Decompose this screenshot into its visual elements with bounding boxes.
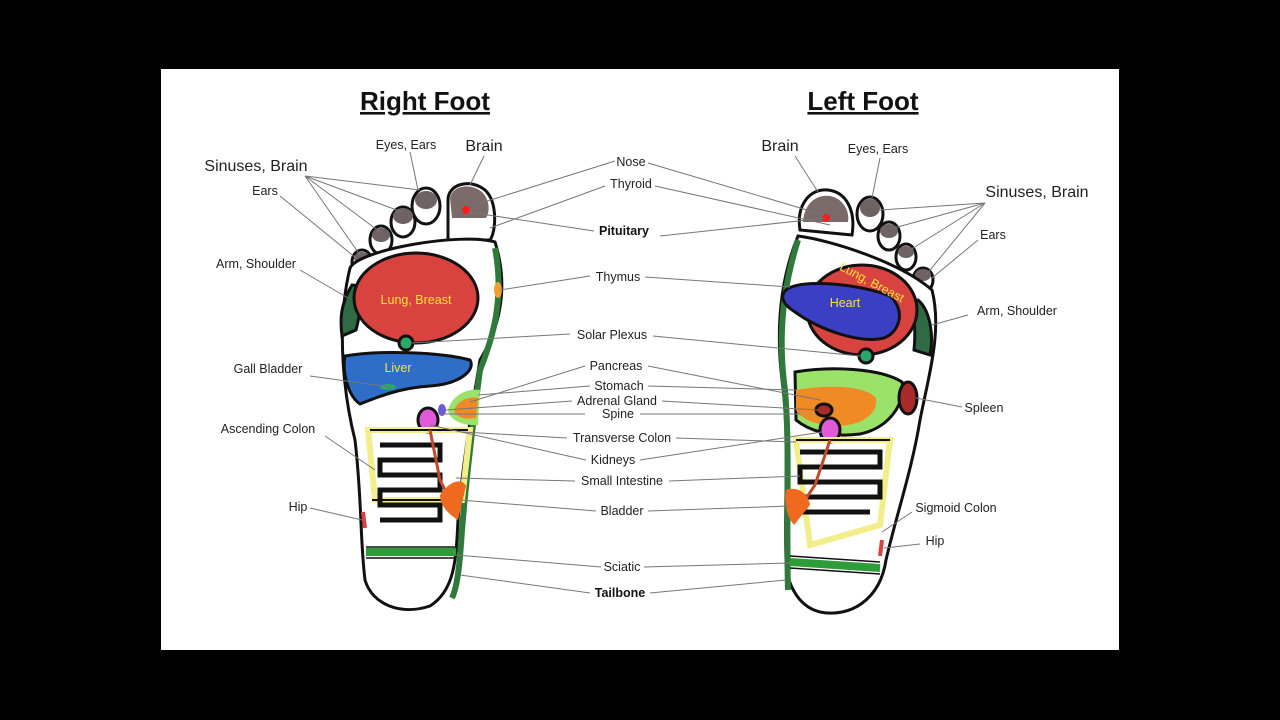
right-liver [342,351,473,406]
right-pituitary-dot [462,206,470,214]
label-gall-bladder: Gall Bladder [234,362,303,376]
right-bladder [440,481,466,520]
right-foot: Lung, Breast Liver [339,182,504,611]
left-bladder [785,488,810,525]
label-sinuses-brain-left: Sinuses, Brain [985,184,1088,201]
label-brain-right: Brain [465,138,502,155]
label-thymus: Thymus [596,270,640,284]
label-transverse-colon: Transverse Colon [573,431,671,445]
left-pancreas [796,386,877,426]
label-spleen: Spleen [965,401,1004,415]
heart-label: Heart [830,296,861,310]
label-hip-right: Hip [289,500,308,514]
label-pituitary: Pituitary [599,224,649,238]
left-foot-title: Left Foot [807,86,919,116]
labels: Sinuses, Brain Ears Eyes, Ears Brain Arm… [204,138,1088,600]
label-brain-left: Brain [761,138,798,155]
liver-label: Liver [384,361,411,375]
label-ears-right: Ears [252,184,278,198]
label-small-intestine: Small Intestine [581,474,663,488]
right-solar-plexus [397,334,415,352]
label-thyroid: Thyroid [610,177,652,191]
label-pancreas: Pancreas [590,359,643,373]
label-hip-left: Hip [926,534,945,548]
label-sinuses-brain-right: Sinuses, Brain [204,158,307,175]
left-heart [781,281,901,341]
label-eyes-ears-right: Eyes, Ears [376,138,436,152]
diagram-panel [161,69,1119,650]
right-foot-title: Right Foot [360,86,490,116]
label-tailbone: Tailbone [595,586,646,600]
label-ascending-colon: Ascending Colon [221,422,316,436]
label-ears-left: Ears [980,228,1006,242]
label-bladder: Bladder [600,504,643,518]
spleen-organ [897,380,919,416]
leader-lines [279,151,986,594]
label-adrenal-gland: Adrenal Gland [577,394,657,408]
label-sciatic: Sciatic [604,560,641,574]
label-kidneys: Kidneys [591,453,635,467]
left-sciatic [789,558,881,572]
left-solar-plexus [857,347,875,365]
label-arm-shoulder-right: Arm, Shoulder [216,257,296,271]
label-stomach: Stomach [594,379,643,393]
label-nose: Nose [616,155,645,169]
label-eyes-ears-left: Eyes, Ears [848,142,908,156]
right-lung-breast-label: Lung, Breast [381,293,452,307]
label-arm-shoulder-left: Arm, Shoulder [977,304,1057,318]
label-spine: Spine [602,407,634,421]
label-solar-plexus: Solar Plexus [577,328,647,342]
left-foot: Heart Lung, Breast [777,188,938,615]
label-sigmoid-colon: Sigmoid Colon [915,501,996,515]
